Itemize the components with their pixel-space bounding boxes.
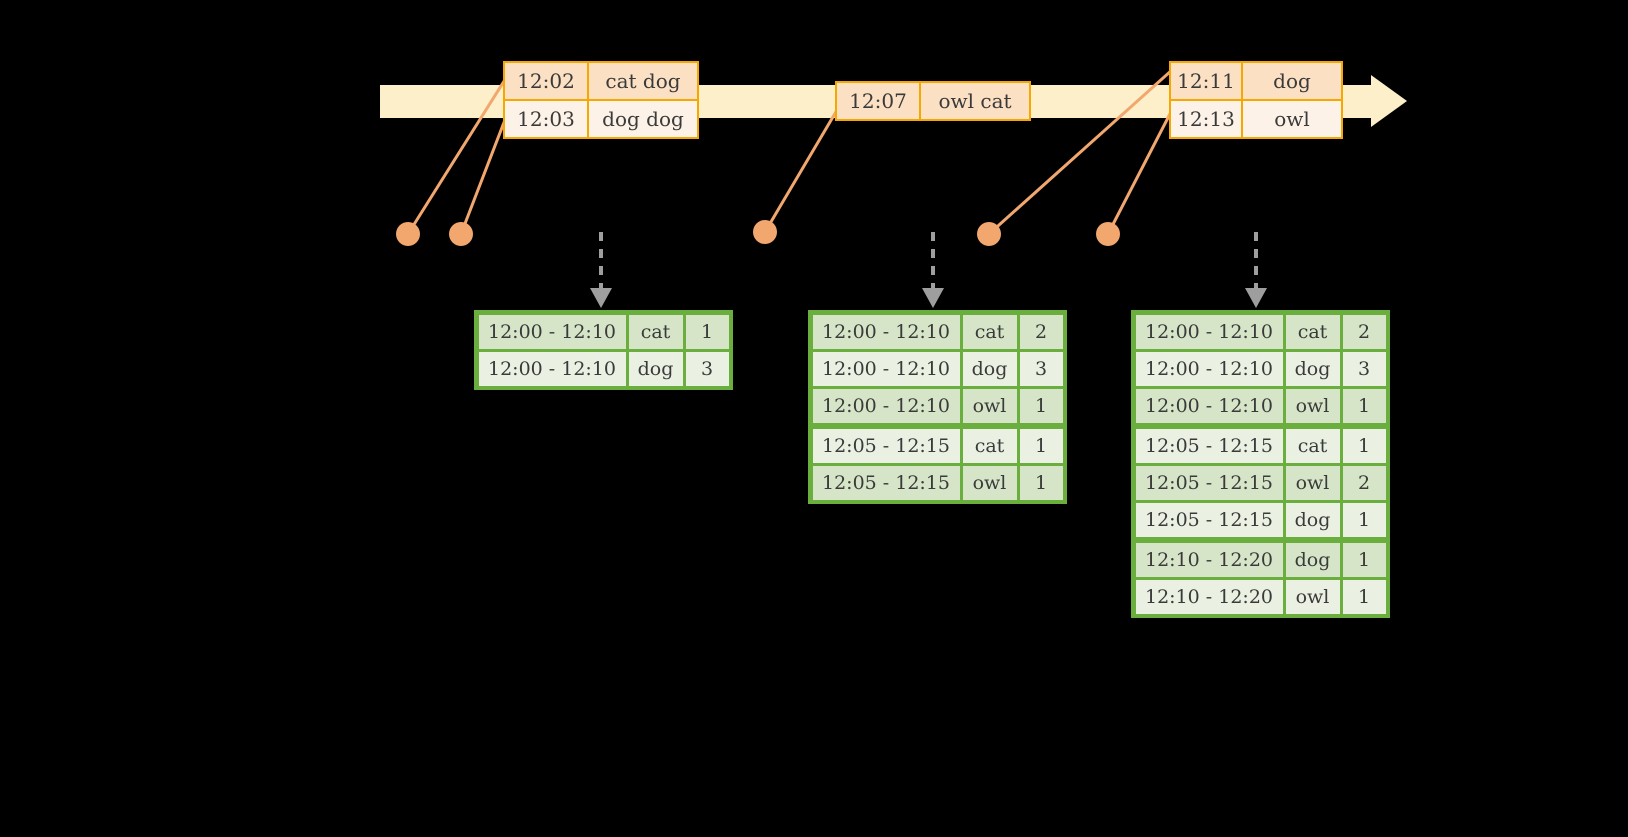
table-cell-count: 3	[1019, 351, 1063, 386]
table-cell-window: 12:00 - 12:10	[1135, 351, 1283, 386]
table-cell-count: 1	[685, 314, 729, 349]
timeline-event-group-3[interactable]: 12:11 dog 12:13 owl	[1169, 61, 1343, 139]
table-cell-window: 12:00 - 12:10	[812, 388, 960, 423]
table-cell-count: 3	[1342, 351, 1386, 386]
table-cell-word: dog	[1285, 351, 1340, 386]
connector-dot-5	[1096, 222, 1120, 246]
table-cell-window: 12:00 - 12:10	[812, 351, 960, 386]
table-cell-word: owl	[962, 465, 1017, 500]
table-cell-count: 3	[685, 351, 729, 386]
connector-dot-1	[396, 222, 420, 246]
table-cell-window: 12:05 - 12:15	[1135, 502, 1283, 537]
table-cell-word: cat	[962, 428, 1017, 463]
table-cell-count: 2	[1019, 314, 1063, 349]
dashed-down-arrow-1	[590, 232, 612, 308]
table-cell-word: dog	[962, 351, 1017, 386]
table-cell-count: 1	[1342, 502, 1386, 537]
table-cell-window: 12:05 - 12:15	[1135, 428, 1283, 463]
table-cell-count: 1	[1019, 465, 1063, 500]
table-cell-window: 12:00 - 12:10	[812, 314, 960, 349]
table-cell-word: owl	[1285, 579, 1340, 614]
timeline-event-group-2[interactable]: 12:07 owl cat	[835, 81, 1031, 121]
event-words: dog dog	[602, 107, 684, 131]
event-words: cat dog	[605, 69, 681, 93]
connector-dot-3	[753, 220, 777, 244]
event-time: 12:03	[505, 101, 589, 137]
timeline-event-row: 12:03 dog dog	[505, 99, 697, 137]
table-cell-word: dog	[1285, 502, 1340, 537]
table-cell-window: 12:00 - 12:10	[1135, 314, 1283, 349]
table-cell-word: cat	[1285, 314, 1340, 349]
event-words: owl cat	[938, 89, 1012, 113]
table-cell-word: owl	[1285, 465, 1340, 500]
table-cell-window: 12:05 - 12:15	[812, 428, 960, 463]
timeline-event-row: 12:13 owl	[1171, 99, 1341, 137]
timeline-event-row: 12:07 owl cat	[837, 83, 1029, 119]
table-cell-count: 1	[1342, 579, 1386, 614]
table-cell-window: 12:00 - 12:10	[478, 314, 626, 349]
table-cell-count: 1	[1342, 542, 1386, 577]
event-words: owl	[1274, 107, 1310, 131]
event-time: 12:11	[1171, 63, 1243, 99]
table-cell-count: 1	[1342, 388, 1386, 423]
table-cell-window: 12:00 - 12:10	[478, 351, 626, 386]
timeline-event-group-1[interactable]: 12:02 cat dog 12:03 dog dog	[503, 61, 699, 139]
event-time: 12:13	[1171, 101, 1243, 137]
table-cell-word: dog	[1285, 542, 1340, 577]
event-words: dog	[1273, 69, 1311, 93]
event-time: 12:07	[837, 83, 921, 119]
timeline-event-row: 12:02 cat dog	[505, 63, 697, 99]
table-cell-count: 2	[1342, 465, 1386, 500]
table-cell-count: 1	[1019, 428, 1063, 463]
table-cell-word: owl	[962, 388, 1017, 423]
event-time: 12:02	[505, 63, 589, 99]
table-cell-window: 12:00 - 12:10	[1135, 388, 1283, 423]
table-cell-count: 1	[1019, 388, 1063, 423]
table-cell-word: cat	[962, 314, 1017, 349]
timeline-event-row: 12:11 dog	[1171, 63, 1341, 99]
table-cell-word: cat	[1285, 428, 1340, 463]
table-cell-word: dog	[628, 351, 683, 386]
connector-dot-2	[449, 222, 473, 246]
table-cell-window: 12:10 - 12:20	[1135, 542, 1283, 577]
table-cell-window: 12:05 - 12:15	[812, 465, 960, 500]
table-cell-window: 12:10 - 12:20	[1135, 579, 1283, 614]
timeline-arrowhead	[1371, 75, 1407, 127]
table-cell-count: 2	[1342, 314, 1386, 349]
table-cell-window: 12:05 - 12:15	[1135, 465, 1283, 500]
table-cell-word: owl	[1285, 388, 1340, 423]
table-cell-count: 1	[1342, 428, 1386, 463]
connector-dot-4	[977, 222, 1001, 246]
table-cell-word: cat	[628, 314, 683, 349]
dashed-down-arrow-2	[922, 232, 944, 308]
dashed-down-arrow-3	[1245, 232, 1267, 308]
